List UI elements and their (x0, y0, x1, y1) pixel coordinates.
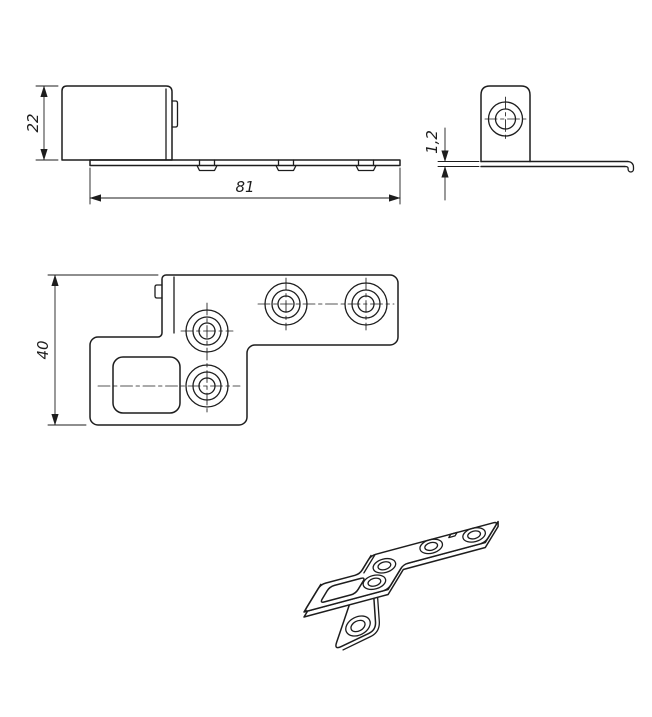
dim-label-plate-length: 81 (235, 178, 254, 196)
extension-lines (47, 274, 159, 426)
hole-ring-mid (192, 316, 222, 346)
iso-hole-4 (462, 527, 486, 543)
rivet-bushing-profile (355, 159, 377, 172)
side-view: 1,2 (423, 85, 635, 201)
iso-tab-slot (448, 531, 458, 539)
front-plate-outline (89, 159, 401, 167)
plan-view: 40 (34, 274, 399, 426)
hole-ring-inner (367, 577, 382, 587)
hole-ring-mid (351, 289, 381, 319)
hole-centerlines (484, 96, 527, 142)
side-flange-outline (480, 85, 531, 163)
plan-centerlines (97, 277, 395, 415)
hole-ring-mid (192, 371, 222, 401)
hole-ring-outer (462, 527, 486, 543)
countersunk-hole-d (344, 282, 388, 326)
front-rivet-bushings (196, 159, 377, 172)
hole-ring-inner (277, 295, 295, 313)
front-flange-tab (171, 100, 179, 128)
hole-ring-outer (362, 574, 387, 591)
hole-ring-inner (198, 377, 216, 395)
hole-ring-outer (344, 282, 388, 326)
rivet-bushing-profile (275, 159, 297, 172)
iso-flange-thickness-edge (342, 556, 380, 651)
hole-ring-outer (419, 538, 444, 555)
hole-ring-inner (424, 541, 439, 552)
side-plate-outline (480, 160, 629, 168)
dimension-plate-length: 81 (89, 167, 401, 205)
extension-lines (437, 161, 480, 167)
countersunk-hole-b (185, 364, 229, 408)
isometric-view (303, 520, 499, 651)
hole-ring-inner (357, 295, 375, 313)
side-plate-end-curl (624, 160, 635, 173)
side-flange-hole (484, 96, 527, 142)
countersunk-hole-a (185, 309, 229, 353)
plan-outline (89, 274, 399, 426)
hole-ring-outer (185, 364, 229, 408)
dimension-plate-width: 40 (34, 274, 159, 426)
iso-flange-hole-outer (345, 615, 371, 637)
hole-ring-inner (198, 322, 216, 340)
hole-ring-outer (372, 557, 397, 574)
iso-flange-hole-inner (350, 619, 366, 633)
iso-plate-top-face (304, 521, 498, 612)
dim-label-flange-height: 22 (24, 113, 42, 132)
front-view: 22 81 (24, 85, 401, 205)
plan-rect-cutout (112, 356, 181, 414)
iso-hole-2 (362, 574, 387, 591)
countersunk-hole-c (264, 282, 308, 326)
hole-ring-mid (271, 289, 301, 319)
hole-ring-inner (467, 530, 482, 540)
dimension-thickness: 1,2 (423, 127, 480, 201)
dimension-flange-height: 22 (24, 85, 59, 161)
hole-ring-outer (264, 282, 308, 326)
plan-flange-tab (154, 284, 163, 299)
iso-rect-cutout (320, 577, 365, 603)
hole-ring-inner (377, 561, 392, 571)
iso-flange-bend-tangent (363, 553, 376, 574)
iso-hole-1 (372, 557, 397, 574)
iso-hole-3 (419, 538, 444, 555)
hole-ring-outer (185, 309, 229, 353)
rivet-bushing-profile (196, 159, 218, 172)
dim-label-plate-width: 40 (34, 340, 52, 359)
dim-label-thickness: 1,2 (423, 130, 441, 154)
front-flange-outline (61, 85, 173, 161)
